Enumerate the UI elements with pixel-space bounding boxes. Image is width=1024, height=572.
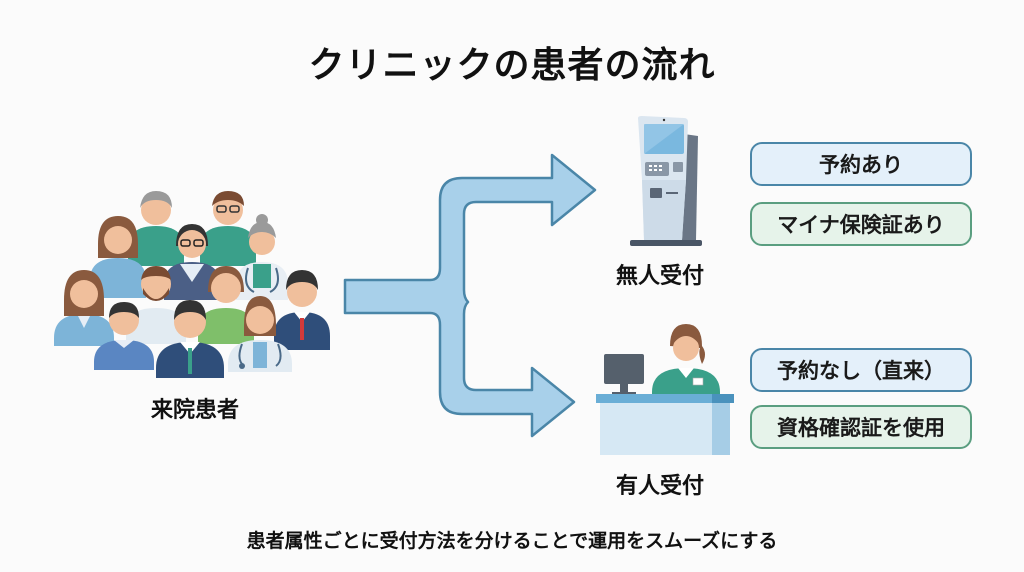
person-icon [164,224,220,300]
branch-staffed-label: 有人受付 [615,474,704,499]
branching-arrow-icon [343,153,597,438]
person-icon [198,266,254,344]
diagram-title: クリニックの患者の流れ [308,45,716,86]
branch-kiosk-label: 無人受付 [615,264,704,289]
condition-reservation-yes: 予約あり [750,142,972,186]
person-icon [200,191,256,266]
patients-label: 来院患者 [150,398,239,423]
self-service-kiosk-icon [630,116,702,246]
person-icon [94,302,154,370]
reception-desk-staff-icon [596,324,734,455]
person-icon [128,191,184,266]
condition-reservation-no: 予約なし（直来） [750,348,972,392]
person-icon [90,216,146,298]
person-icon [126,266,186,344]
person-icon [274,270,330,350]
person-icon [236,214,288,300]
person-icon [156,300,224,378]
footer-caption: 患者属性ごとに受付方法を分けることで運用をスムーズにする [246,530,778,552]
person-icon [228,296,292,372]
condition-eligibility-certificate: 資格確認証を使用 [750,405,972,449]
condition-mynumber-card-yes: マイナ保険証あり [750,202,972,246]
patient-group-icon [54,191,330,378]
person-icon [54,270,114,346]
